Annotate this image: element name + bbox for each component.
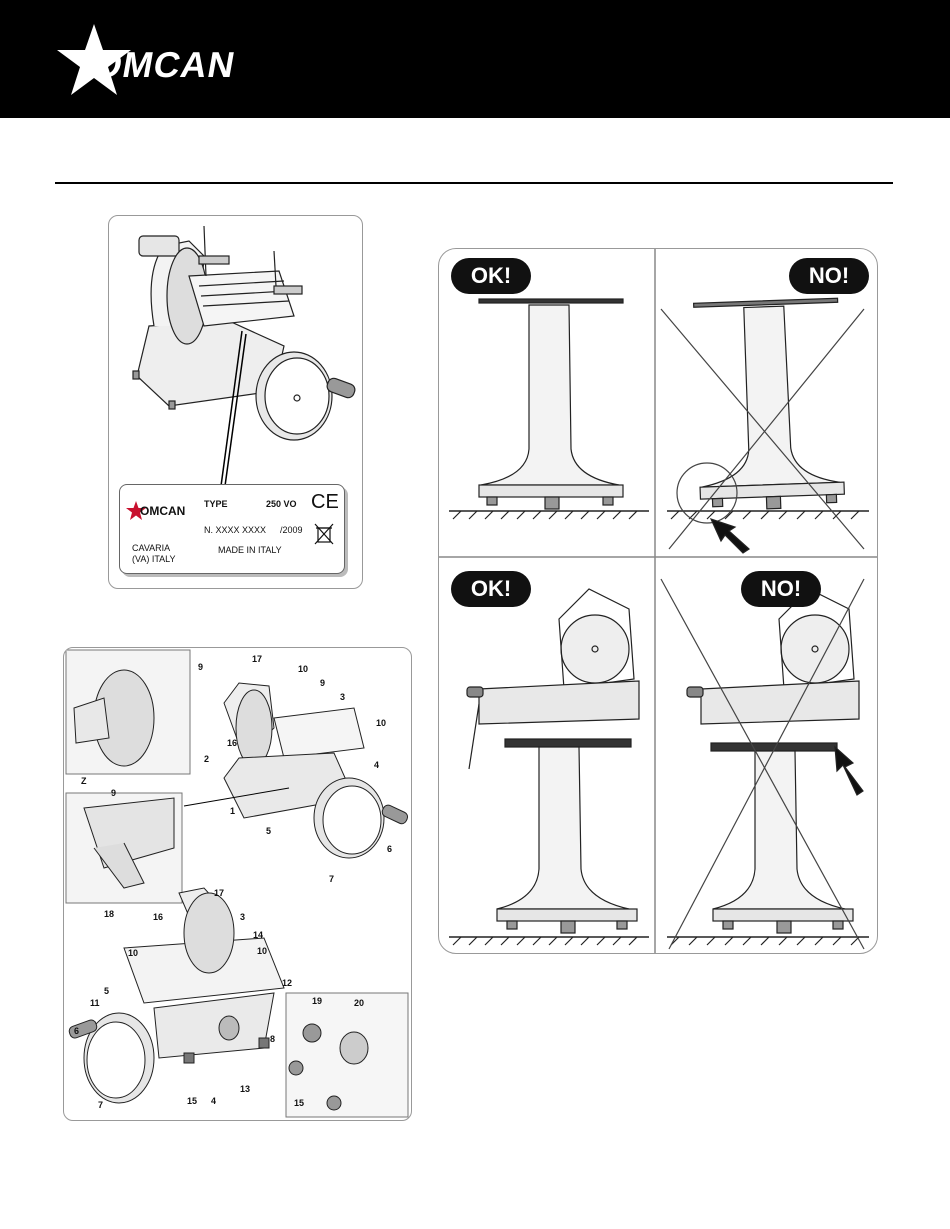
- plate-brand: OMCAN: [140, 504, 185, 518]
- callout-5b: 5: [104, 986, 109, 996]
- callout-14: 14: [253, 930, 263, 940]
- callout-6: 6: [387, 844, 392, 854]
- installation-grid: OK! NO! OK! NO!: [438, 248, 878, 954]
- callout-18: 18: [104, 909, 114, 919]
- callout-1: 1: [230, 806, 235, 816]
- callout-16: 16: [227, 738, 237, 748]
- callout-10b: 10: [376, 718, 386, 728]
- ok-badge-top: OK!: [451, 258, 531, 294]
- callout-10: 10: [298, 664, 308, 674]
- callout-19: 19: [312, 996, 322, 1006]
- ce-mark: CE: [311, 491, 339, 514]
- callout-13: 13: [240, 1084, 250, 1094]
- plate-serial: N. XXXX XXXX: [204, 525, 266, 535]
- callout-10c: 10: [128, 948, 138, 958]
- rating-plate: OMCAN TYPE 250 VO CE N. XXXX XXXX /2009 …: [119, 484, 345, 574]
- callout-15b: 15: [294, 1098, 304, 1108]
- callout-8: 8: [270, 1034, 275, 1044]
- plate-logo: OMCAN: [126, 501, 190, 525]
- callout-9: 9: [320, 678, 325, 688]
- plate-origin-line1: CAVARIA: [132, 543, 170, 553]
- callout-15: 15: [187, 1096, 197, 1106]
- callout-3: 3: [340, 692, 345, 702]
- plate-type-value: 250 VO: [266, 499, 297, 509]
- callout-4b: 4: [211, 1096, 216, 1106]
- callout-7b: 7: [98, 1100, 103, 1110]
- callout-16b: 16: [153, 912, 163, 922]
- plate-type-label: TYPE: [204, 499, 228, 509]
- callout-3b: 3: [240, 912, 245, 922]
- parts-illustration: [64, 648, 411, 1120]
- callout-5: 5: [266, 826, 271, 836]
- plate-year: /2009: [280, 525, 303, 535]
- no-badge-bottom: NO!: [741, 571, 821, 607]
- callout-10d: 10: [257, 946, 267, 956]
- callout-9b: 9: [198, 662, 203, 672]
- callout-z: Z: [81, 776, 87, 786]
- weee-bin-icon: [314, 523, 334, 545]
- section-divider: [55, 182, 893, 184]
- callout-4: 4: [374, 760, 379, 770]
- rating-plate-figure: OMCAN TYPE 250 VO CE N. XXXX XXXX /2009 …: [108, 215, 363, 589]
- header-bar: OMCAN: [0, 0, 950, 118]
- parts-diagram: 17 10 9 3 10 4 2 5 1 6 7 9 16 Z 9 18 17 …: [63, 647, 412, 1121]
- callout-11: 11: [90, 998, 100, 1008]
- callout-17b: 17: [214, 888, 224, 898]
- callout-6b: 6: [74, 1026, 79, 1036]
- callout-2: 2: [204, 754, 209, 764]
- brand-logo: OMCAN: [54, 22, 254, 100]
- ok-badge-bottom: OK!: [451, 571, 531, 607]
- callout-12: 12: [282, 978, 292, 988]
- callout-17: 17: [252, 654, 262, 664]
- callout-20: 20: [354, 998, 364, 1008]
- callout-9c: 9: [111, 788, 116, 798]
- plate-made-in: MADE IN ITALY: [218, 545, 282, 555]
- callout-7: 7: [329, 874, 334, 884]
- no-badge-top: NO!: [789, 258, 869, 294]
- plate-origin-line2: (VA) ITALY: [132, 554, 176, 564]
- brand-name: OMCAN: [90, 44, 238, 86]
